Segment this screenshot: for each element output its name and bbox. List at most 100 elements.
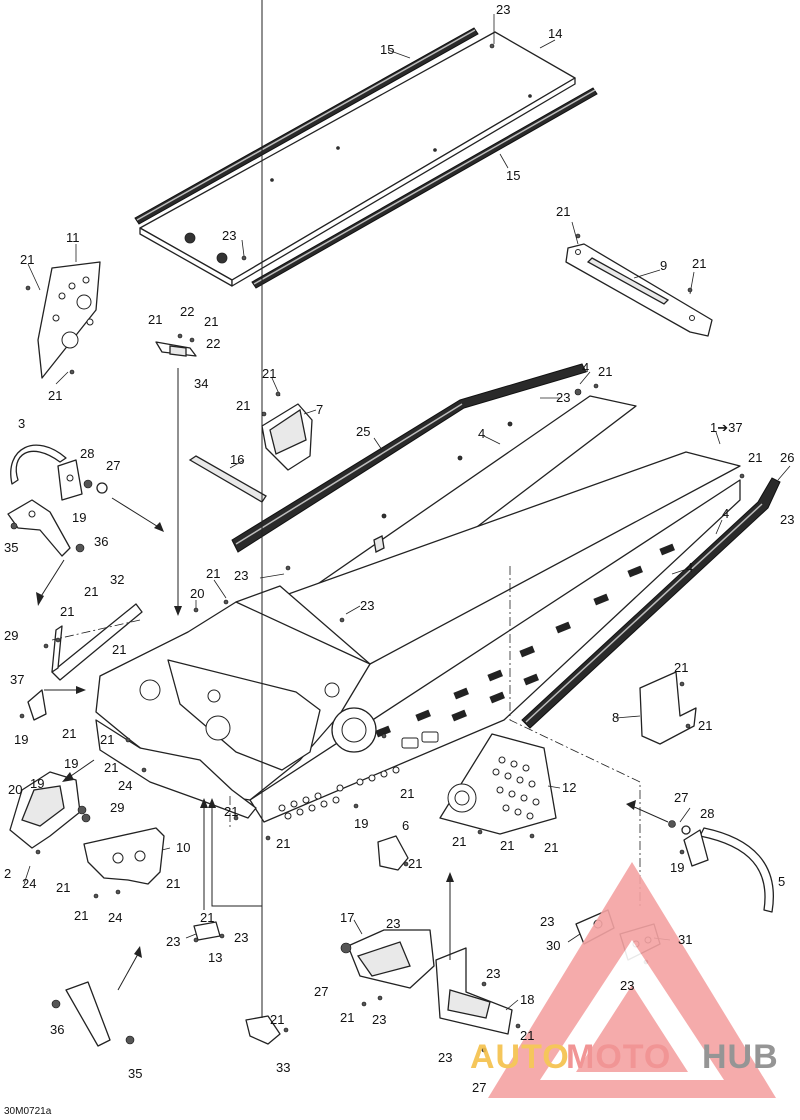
callout-17: 17 (340, 910, 354, 925)
callout-10: 10 (176, 840, 190, 855)
callout-21: 21 (400, 786, 414, 801)
bracket-10 (83, 827, 165, 885)
callout-20: 20 (8, 782, 22, 797)
callout-29: 29 (110, 800, 124, 815)
callout-37: 37 (10, 672, 24, 687)
callout-27: 27 (106, 458, 120, 473)
callout-21: 21 (556, 204, 570, 219)
top-panel-14 (139, 31, 576, 287)
callout-24: 24 (118, 778, 132, 793)
rail-26 (521, 477, 781, 729)
figure-reference: 30M0721a (4, 1106, 52, 1117)
callout-24: 24 (108, 910, 122, 925)
callout-23: 23 (386, 916, 400, 931)
callout-24: 24 (22, 876, 36, 891)
callout-19: 19 (64, 756, 78, 771)
callout-27: 27 (472, 1080, 486, 1095)
callout-21: 21 (60, 604, 74, 619)
rail-15-lower (251, 87, 598, 289)
callout-21: 21 (674, 660, 688, 675)
callout-6: 6 (402, 818, 409, 833)
callout-23: 23 (620, 978, 634, 993)
automotohub-watermark: AUTO MOTO HUB (470, 862, 779, 1098)
plate-12 (439, 733, 557, 835)
callout-15: 15 (380, 42, 394, 57)
bracket-33 (245, 1015, 281, 1045)
callout-35: 35 (128, 1066, 142, 1081)
callout-22: 22 (180, 304, 194, 319)
callout-21: 21 (408, 856, 422, 871)
callout-33: 33 (276, 1060, 290, 1075)
watermark-hub: HUB (702, 1038, 779, 1076)
callout-36: 36 (94, 534, 108, 549)
callout-21: 21 (224, 804, 238, 819)
callout-36: 36 (50, 1022, 64, 1037)
strip-16 (188, 455, 267, 503)
callout-21: 21 (166, 876, 180, 891)
callout-21: 21 (204, 314, 218, 329)
callout-3: 3 (18, 416, 25, 431)
plate-11 (37, 261, 101, 379)
callout-23: 23 (496, 2, 510, 17)
rail-25 (231, 363, 587, 553)
callout-23: 23 (486, 966, 500, 981)
tunnel-floor-slots (375, 543, 675, 738)
callout-25: 25 (356, 424, 370, 439)
callout-13: 13 (208, 950, 222, 965)
callout-21: 21 (62, 726, 76, 741)
callout-31: 31 (678, 932, 692, 947)
watermark-auto: AUTO (470, 1038, 570, 1076)
bracket-7 (261, 403, 313, 471)
callout-21: 21 (100, 732, 114, 747)
callout-35: 35 (4, 540, 18, 555)
callout-4: 4 (582, 360, 589, 375)
callout-29: 29 (4, 628, 18, 643)
callout-21: 21 (748, 450, 762, 465)
callout-4: 4 (478, 426, 485, 441)
callout-7: 7 (316, 402, 323, 417)
callout-21: 21 (56, 880, 70, 895)
bracket-2 (9, 771, 91, 849)
callout-19: 19 (670, 860, 684, 875)
callout-32: 32 (110, 572, 124, 587)
callout-28: 28 (80, 446, 94, 461)
callout-21: 21 (200, 910, 214, 925)
callout-23: 23 (540, 914, 554, 929)
callout-21: 21 (270, 1012, 284, 1027)
bracket-6 (377, 835, 409, 871)
bracket-35-36-lower (51, 981, 135, 1047)
callout-30: 30 (546, 938, 560, 953)
tunnel-floor-holes (278, 731, 439, 820)
callout-21: 21 (500, 838, 514, 853)
bracket-35-36 (7, 499, 85, 557)
callout-34: 34 (194, 376, 208, 391)
callout-21: 21 (148, 312, 162, 327)
callout-19: 19 (354, 816, 368, 831)
callout-21: 21 (206, 566, 220, 581)
bracket-18 (435, 947, 513, 1035)
callout-21: 21 (48, 388, 62, 403)
callout-23: 23 (234, 930, 248, 945)
bracket-17 (340, 929, 435, 989)
bracket-8 (639, 671, 697, 745)
callout-28: 28 (700, 806, 714, 821)
handle-3 (10, 444, 67, 485)
callout-27: 27 (314, 984, 328, 999)
callout-23: 23 (556, 390, 570, 405)
assembly-arrows (36, 0, 669, 1018)
callout-21: 21 (104, 760, 118, 775)
callout-23: 23 (166, 934, 180, 949)
callout-21: 21 (692, 256, 706, 271)
tunnel-assembly-1 (95, 451, 741, 823)
callout-1-37: 1➔37 (710, 420, 743, 435)
callout-23: 23 (372, 1012, 386, 1027)
callout-14: 14 (548, 26, 562, 41)
callout-21: 21 (698, 718, 712, 733)
bracket-28-area (57, 459, 108, 501)
callout-23: 23 (360, 598, 374, 613)
callout-21: 21 (452, 834, 466, 849)
callout-4: 4 (722, 506, 729, 521)
callout-21: 21 (598, 364, 612, 379)
bracket-9 (565, 243, 713, 337)
